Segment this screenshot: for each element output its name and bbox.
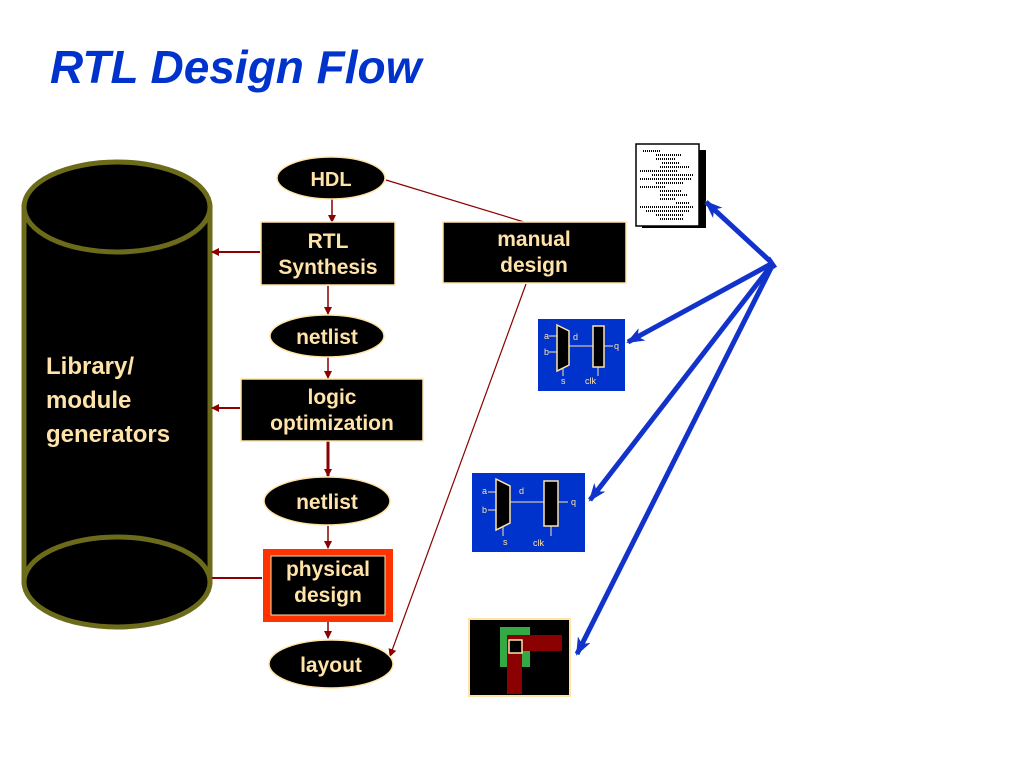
schematic1-label-d: d <box>573 332 578 342</box>
page-title: RTL Design Flow <box>50 41 422 93</box>
schematic-thumbnail-2: a b d q s clk <box>472 473 585 552</box>
manual-design-label-line2: design <box>500 254 568 277</box>
logic-optimization-box: logic optimization <box>240 378 424 442</box>
layout-node: layout <box>268 639 394 689</box>
schematic-thumbnail-1: a b d q s clk <box>538 319 625 391</box>
blue-arrow-to-layout <box>574 266 774 656</box>
library-label-line1: Library/ <box>46 353 134 380</box>
physical-design-label-line1: physical <box>286 558 370 581</box>
schematic1-label-b: b <box>544 347 549 357</box>
blue-arrow-to-schematic-2 <box>588 264 773 502</box>
netlist-node-1: netlist <box>269 314 385 358</box>
blue-arrow-fan <box>574 200 778 656</box>
hdl-document-icon <box>635 143 706 228</box>
library-cylinder: Library/ module generators <box>21 159 213 630</box>
link-hdl-to-manual <box>385 179 525 223</box>
logic-optimization-label-line2: optimization <box>270 412 394 435</box>
layout-thumbnail <box>468 618 571 697</box>
hdl-label: HDL <box>310 169 351 191</box>
blue-arrow-to-document <box>704 200 773 264</box>
schematic2-label-s: s <box>503 537 508 547</box>
schematic2-label-b: b <box>482 505 487 515</box>
rtl-synthesis-box: RTL Synthesis <box>260 221 396 286</box>
hdl-node: HDL <box>276 156 386 200</box>
rtl-synthesis-label-line1: RTL <box>308 230 349 253</box>
schematic1-label-s: s <box>561 376 566 386</box>
netlist-label-1: netlist <box>296 326 358 349</box>
blue-arrow-to-schematic-1 <box>626 261 773 345</box>
library-label-line3: generators <box>46 421 170 448</box>
schematic2-label-q: q <box>571 497 576 507</box>
physical-design-label-line2: design <box>294 584 362 607</box>
schematic2-label-clk: clk <box>533 538 544 548</box>
library-label-line2: module <box>46 387 131 414</box>
schematic2-label-a: a <box>482 486 487 496</box>
schematic1-label-q: q <box>614 341 619 351</box>
arrow-manual-to-layout <box>388 283 527 657</box>
layout-label: layout <box>300 654 362 677</box>
schematic1-label-a: a <box>544 331 549 341</box>
netlist-label-2: netlist <box>296 491 358 514</box>
logic-optimization-label-line1: logic <box>307 386 356 409</box>
rtl-synthesis-label-line2: Synthesis <box>278 256 377 279</box>
physical-design-box: physical design <box>263 549 393 622</box>
netlist-node-2: netlist <box>263 476 391 526</box>
schematic2-label-d: d <box>519 486 524 496</box>
manual-design-box: manual design <box>442 221 627 284</box>
schematic1-label-clk: clk <box>585 376 596 386</box>
manual-design-label-line1: manual <box>497 228 571 251</box>
